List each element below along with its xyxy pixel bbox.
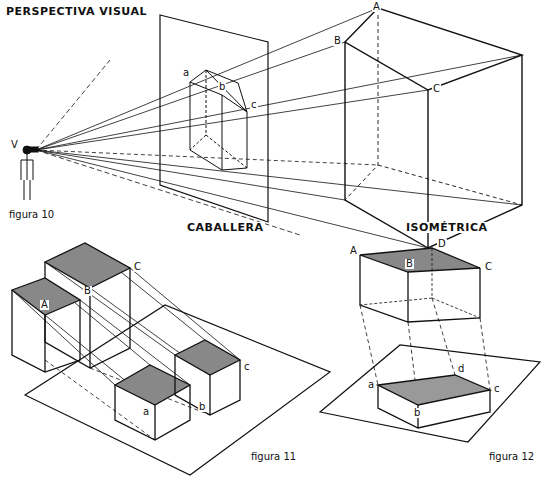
figure-caption: figura 12 — [488, 452, 535, 462]
isometric-box — [360, 248, 490, 428]
point-letter: B — [83, 286, 92, 296]
point-letter: a — [142, 407, 150, 417]
point-letter: C — [432, 84, 441, 94]
point-letter: d — [457, 364, 465, 374]
figure-caption: figura 11 — [250, 452, 297, 462]
figure-heading: CABALLERA — [186, 222, 265, 233]
viewer-figure — [21, 146, 38, 200]
point-letter: B — [405, 259, 414, 269]
point-letter: B — [333, 36, 342, 46]
oblique-projectors — [12, 243, 240, 440]
ground-plane — [25, 305, 330, 475]
point-letter: c — [250, 100, 258, 110]
point-letter: A — [349, 246, 358, 256]
point-letter: c — [243, 362, 251, 372]
figure-heading: PERSPECTIVA VISUAL — [5, 6, 148, 17]
figure-heading: ISOMÉTRICA — [405, 222, 488, 233]
object-box — [345, 8, 522, 248]
point-letter: V — [10, 140, 19, 150]
point-letter: b — [198, 402, 206, 412]
point-letter: A — [40, 300, 49, 310]
point-letter: b — [413, 408, 421, 418]
point-letter: A — [372, 2, 381, 12]
point-letter: b — [218, 82, 226, 92]
ground-plane — [320, 345, 540, 442]
plane-image — [190, 70, 247, 170]
point-letter: D — [437, 239, 447, 249]
sight-lines — [36, 8, 522, 248]
point-letter: a — [182, 68, 190, 78]
point-letter: a — [367, 380, 375, 390]
figure-caption: figura 10 — [8, 210, 55, 220]
point-letter: c — [493, 384, 501, 394]
point-letter: C — [133, 262, 142, 272]
caballera-boxes — [12, 243, 240, 440]
point-letter: C — [484, 262, 493, 272]
picture-plane — [160, 15, 268, 222]
